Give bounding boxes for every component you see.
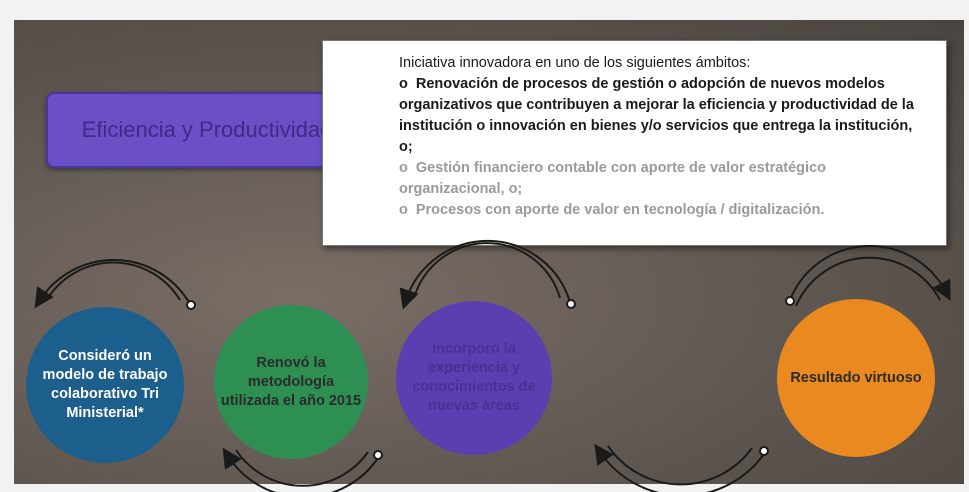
step-1-text: Consideró un modelo de trabajo colaborat… (42, 348, 168, 421)
arc-node-1 (186, 300, 196, 310)
arc-top-2 (399, 239, 571, 310)
step-circle-3: Incorporó la experiencia y conocimientos… (396, 301, 552, 455)
arc-top-2-inner (413, 242, 561, 299)
arc-bottom-1-inner (235, 449, 369, 487)
arc-top-3-inner (795, 256, 941, 307)
arc-node-4 (759, 446, 769, 456)
arc-node-2 (373, 450, 383, 460)
bullet-icon: o (399, 202, 408, 218)
step-2-text: Renovó la metodología utilizada el año 2… (220, 354, 362, 409)
arc-node-5 (785, 296, 795, 306)
arc-top-3 (789, 245, 951, 301)
step-4-text: Resultado virtuoso (790, 369, 922, 386)
step-circle-2: Renovó la metodología utilizada el año 2… (214, 305, 368, 459)
step-3-text: Incorporó la experiencia y conocimientos… (412, 341, 536, 414)
step-circle-1: Consideró un modelo de trabajo colaborat… (26, 307, 184, 463)
category-label: Eficiencia y Productividad (46, 92, 368, 168)
arc-bottom-2 (594, 443, 765, 492)
step-circle-4: Resultado virtuoso (777, 299, 935, 457)
bullet-icon: o (399, 160, 408, 176)
arc-top-1 (34, 258, 191, 309)
category-label-text: Eficiencia y Productividad (81, 117, 333, 142)
arc-bottom-1 (222, 447, 379, 492)
description-box: Iniciativa innovadora en uno de los sigu… (322, 40, 947, 246)
arc-bottom-2-inner (607, 445, 753, 486)
arc-node-3 (566, 299, 576, 309)
description-intro: Iniciativa innovadora en uno de los sigu… (399, 55, 751, 71)
arc-top-1-inner (47, 261, 181, 301)
bullet-icon: o (399, 76, 408, 92)
